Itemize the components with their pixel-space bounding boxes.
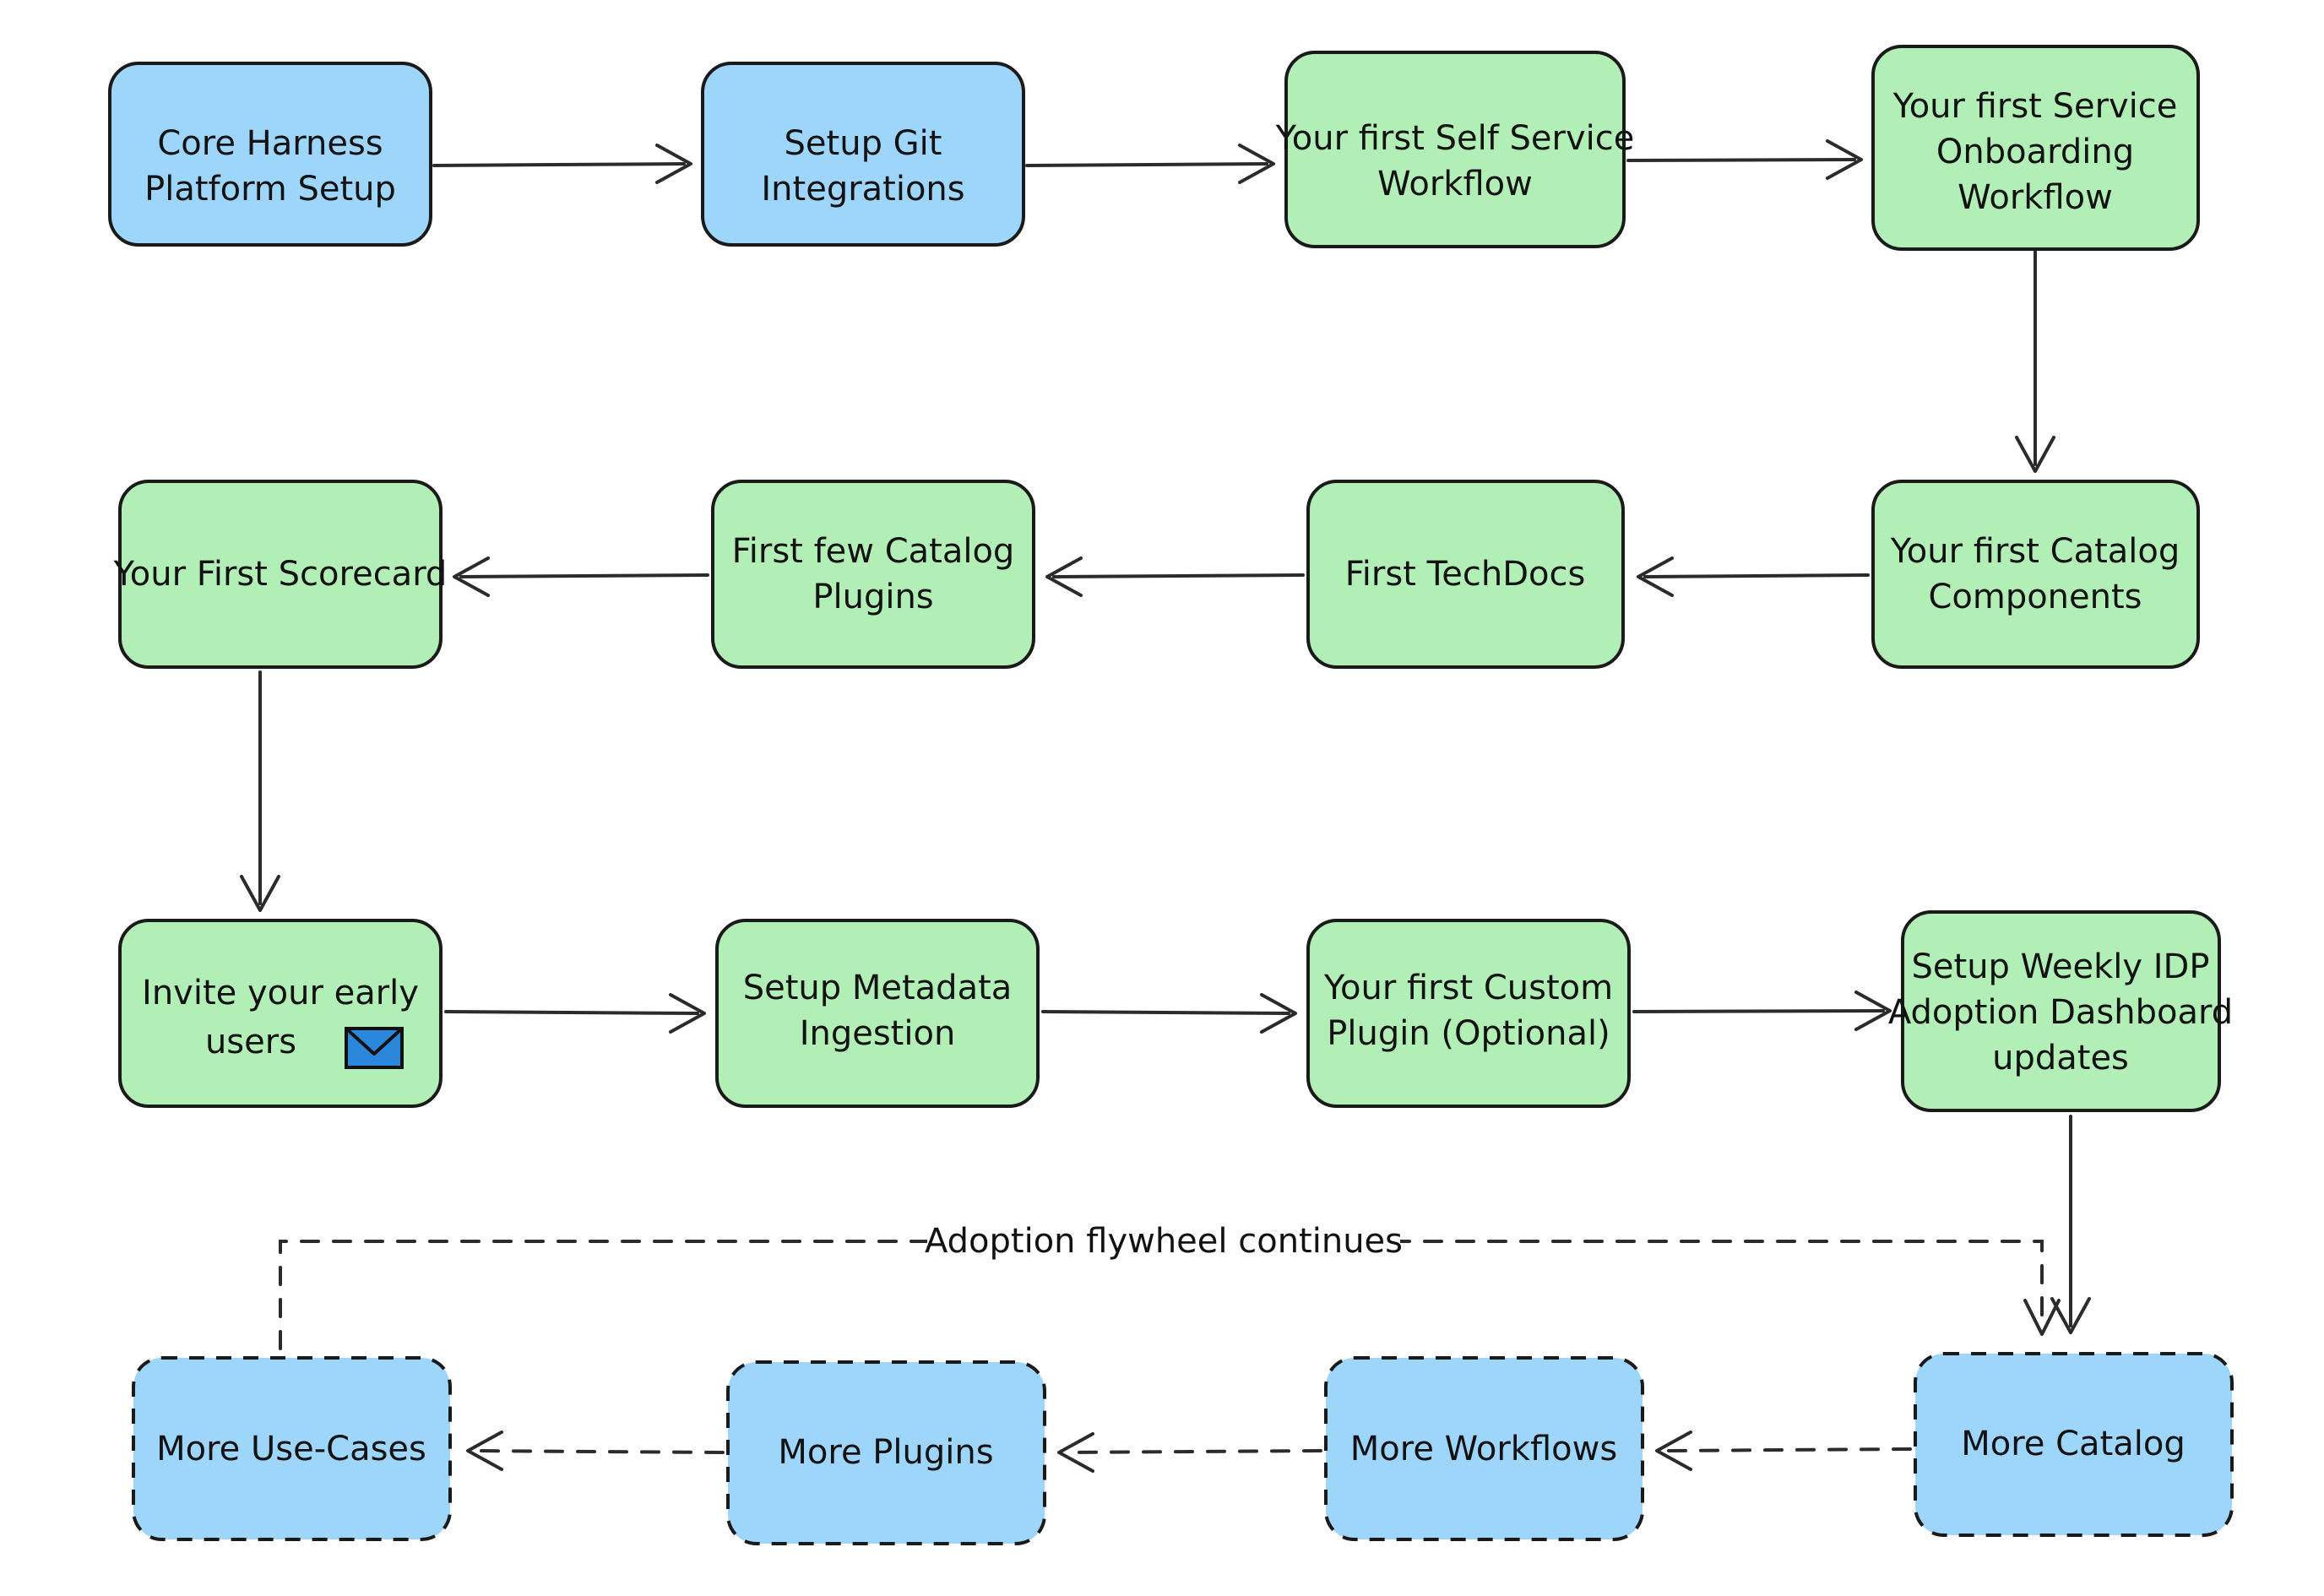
- node-more-workflows[interactable]: More Workflows: [1324, 1356, 1644, 1541]
- node-setup-metadata-ingestion[interactable]: Setup Metadata Ingestion: [715, 919, 1040, 1108]
- edge-techdocs-to-catalog-plugins: [1045, 556, 1305, 597]
- node-more-plugins[interactable]: More Plugins: [726, 1360, 1046, 1545]
- node-label-line: More Workflows: [1350, 1430, 1617, 1468]
- node-label-line: Your first Custom: [1323, 969, 1613, 1007]
- node-label-line: Your first Catalog: [1890, 532, 2180, 571]
- node-label-line: Plugins: [812, 578, 933, 616]
- node-label-line: More Catalog: [1961, 1425, 2186, 1463]
- node-label-line: Your First Scorecard: [113, 555, 448, 594]
- edge-self-service-to-onboarding: [1626, 139, 1863, 180]
- node-label-line: Platform Setup: [144, 170, 396, 209]
- node-label-line: updates: [1992, 1039, 2129, 1078]
- edge-scorecard-to-invite-users: [240, 670, 280, 912]
- node-setup-weekly-idp-adoption-dashboard-updates[interactable]: Setup Weekly IDP Adoption Dashboard upda…: [1888, 910, 2233, 1112]
- edge-more-catalog-to-more-workflows: [1655, 1430, 1912, 1471]
- node-label-line: Core Harness: [157, 124, 383, 163]
- edge-more-workflows-to-more-plugins: [1057, 1432, 1322, 1473]
- edge-catalog-plugins-to-scorecard: [453, 556, 709, 597]
- node-your-first-service-onboarding-workflow[interactable]: Your first Service Onboarding Workflow: [1871, 45, 2200, 251]
- node-label-line: Setup Git: [785, 124, 942, 163]
- node-first-techdocs[interactable]: First TechDocs: [1306, 480, 1625, 669]
- edge-more-plugins-to-more-use-cases: [466, 1430, 725, 1471]
- edge-core-setup-to-git: [432, 144, 692, 184]
- node-label-line: Components: [1928, 578, 2142, 616]
- node-your-first-catalog-components[interactable]: Your first Catalog Components: [1871, 480, 2200, 669]
- node-setup-git-integrations[interactable]: Setup Git Integrations: [701, 62, 1025, 247]
- edge-adoption-flywheel-loop: Adoption flywheel continues: [279, 1218, 2061, 1350]
- node-label-line: First few Catalog: [732, 532, 1015, 571]
- edge-onboarding-to-catalog-components: [2015, 250, 2055, 473]
- node-your-first-scorecard[interactable]: Your First Scorecard: [113, 480, 448, 669]
- node-more-use-cases[interactable]: More Use-Cases: [132, 1356, 452, 1541]
- node-invite-your-early-users[interactable]: Invite your early users: [118, 919, 443, 1108]
- node-label-line: Workflow: [1377, 165, 1533, 204]
- node-core-harness-platform-setup[interactable]: Core Harness Platform Setup: [108, 62, 432, 247]
- node-label-line: Setup Metadata: [743, 969, 1013, 1007]
- node-your-first-custom-plugin[interactable]: Your first Custom Plugin (Optional): [1306, 919, 1631, 1108]
- edge-git-to-self-service: [1025, 144, 1275, 184]
- edge-catalog-components-to-techdocs: [1637, 556, 1870, 597]
- node-label-line: More Plugins: [778, 1433, 993, 1472]
- flywheel-label: Adoption flywheel continues: [925, 1222, 1403, 1261]
- node-label-line: Your first Self Service: [1275, 119, 1635, 158]
- edge-custom-plugin-to-dashboard: [1632, 991, 1892, 1031]
- edge-metadata-to-custom-plugin: [1041, 993, 1297, 1034]
- node-your-first-self-service-workflow[interactable]: Your first Self Service Workflow: [1275, 51, 1635, 248]
- flywheel-label-bg: [927, 1218, 1400, 1267]
- node-label-line: Setup Weekly IDP: [1912, 947, 2210, 986]
- node-label-line: Plugin (Optional): [1327, 1014, 1610, 1053]
- edge-invite-users-to-metadata: [444, 993, 706, 1034]
- node-more-catalog[interactable]: More Catalog: [1914, 1352, 2234, 1537]
- node-first-few-catalog-plugins[interactable]: First few Catalog Plugins: [711, 480, 1035, 669]
- node-label-line: Your first Service: [1892, 87, 2178, 126]
- node-label-line: Invite your early: [142, 974, 419, 1012]
- node-label-line: Ingestion: [800, 1014, 956, 1053]
- node-label-line: users: [205, 1023, 296, 1061]
- node-label-line: First TechDocs: [1345, 555, 1586, 594]
- node-label-line: Onboarding: [1936, 133, 2134, 171]
- edge-dashboard-to-more-catalog: [2050, 1115, 2091, 1334]
- node-label-line: Workflow: [1957, 178, 2113, 217]
- node-label-line: More Use-Cases: [156, 1430, 426, 1468]
- node-label-line: Integrations: [761, 170, 964, 209]
- node-label-line: Adoption Dashboard: [1888, 993, 2233, 1032]
- envelope-icon: [345, 1027, 404, 1069]
